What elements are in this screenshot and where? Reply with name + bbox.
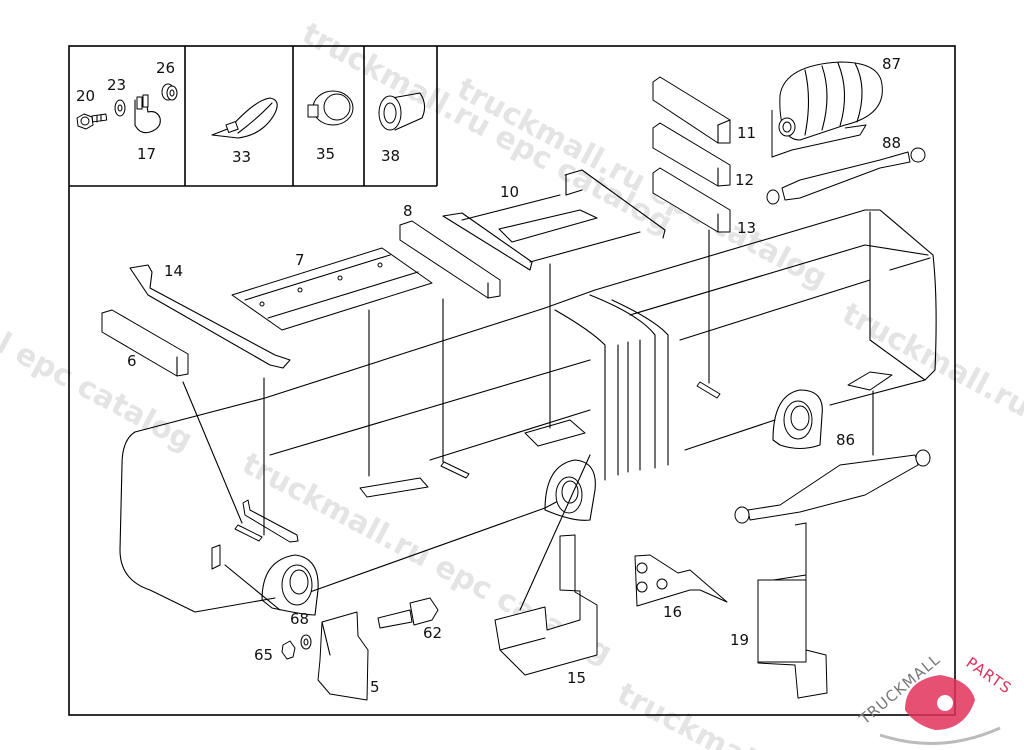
- part-38-grommet[interactable]: [378, 92, 426, 131]
- callout-16: 16: [663, 603, 682, 621]
- callout-26: 26: [156, 59, 175, 77]
- part-8-block[interactable]: [399, 220, 501, 299]
- truckmallparts-logo: TRUCKMALL PARTS: [855, 650, 1015, 746]
- callout-68: 68: [290, 610, 309, 628]
- leader-lines: [182, 229, 874, 611]
- part-13-block[interactable]: [652, 167, 731, 233]
- callout-88: 88: [882, 134, 901, 152]
- callout-6: 6: [127, 352, 137, 370]
- part-26-nut[interactable]: [161, 83, 178, 101]
- callout-15: 15: [567, 669, 586, 687]
- part-10-bracket[interactable]: [442, 169, 666, 271]
- part-23-washer[interactable]: [114, 99, 126, 117]
- callout-7: 7: [295, 251, 305, 269]
- callout-20: 20: [76, 87, 95, 105]
- part-12-block[interactable]: [652, 122, 731, 187]
- callout-12: 12: [735, 171, 754, 189]
- callout-11: 11: [737, 124, 756, 142]
- callout-62: 62: [423, 624, 442, 642]
- callout-8: 8: [403, 202, 413, 220]
- part-7-plate[interactable]: [231, 247, 433, 331]
- part-88-rod[interactable]: [766, 147, 926, 205]
- callout-35: 35: [316, 145, 335, 163]
- part-6-block[interactable]: [101, 309, 189, 377]
- part-15-bracket[interactable]: [494, 534, 598, 676]
- part-65-nut[interactable]: [281, 634, 312, 660]
- callout-86: 86: [836, 431, 855, 449]
- callout-17: 17: [137, 145, 156, 163]
- diagram-frame: [68, 45, 956, 716]
- part-33-cable-tie[interactable]: [211, 97, 278, 139]
- part-19-bracket[interactable]: [757, 522, 828, 699]
- callout-33: 33: [232, 148, 251, 166]
- callout-19: 19: [730, 631, 749, 649]
- callout-38: 38: [381, 147, 400, 165]
- small-parts-table: [69, 46, 438, 187]
- part-35-clamp[interactable]: [307, 90, 354, 126]
- watermark-text: truckmall.ru epc catalog: [296, 16, 677, 241]
- part-17-clip[interactable]: [134, 94, 161, 134]
- part-86-rod[interactable]: [734, 449, 931, 524]
- bus-body: [119, 209, 937, 616]
- part-87-air-tank[interactable]: [771, 61, 883, 158]
- watermark-text: truckmall: [611, 676, 769, 750]
- part-14-strap[interactable]: [129, 264, 291, 369]
- callout-23: 23: [107, 76, 126, 94]
- part-16-plate[interactable]: [634, 554, 728, 607]
- watermark-text: truckmall.ru: [836, 296, 1024, 424]
- callout-14: 14: [164, 262, 183, 280]
- part-11-block[interactable]: [652, 76, 731, 144]
- callout-13: 13: [737, 219, 756, 237]
- callout-10: 10: [500, 183, 519, 201]
- callout-5: 5: [370, 678, 380, 696]
- part-5-bracket[interactable]: [317, 611, 369, 701]
- part-20-bolt[interactable]: [76, 113, 108, 130]
- part-62-fitting[interactable]: [377, 597, 439, 629]
- callout-65: 65: [254, 646, 273, 664]
- callout-87: 87: [882, 55, 901, 73]
